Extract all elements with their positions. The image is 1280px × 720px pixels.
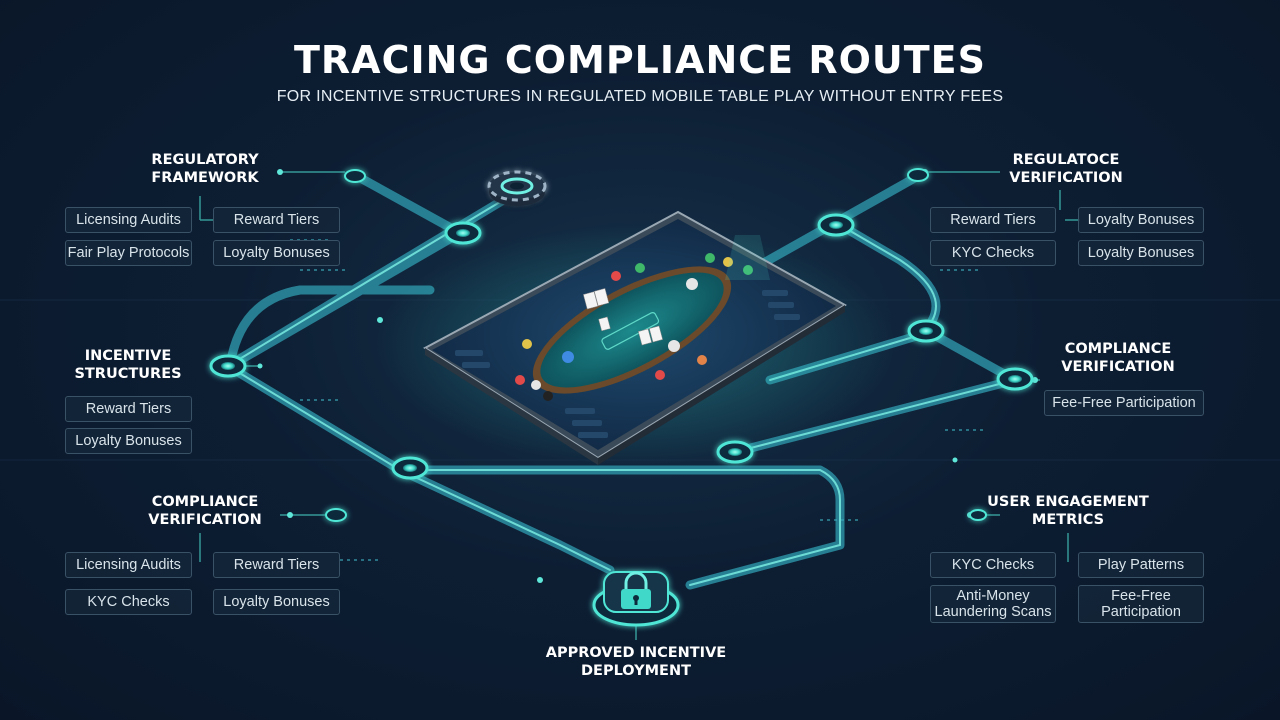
tag-anti-money-laundering: Anti-Money Laundering Scans [930, 585, 1056, 623]
tag-kyc-checks: KYC Checks [930, 240, 1056, 266]
tablet-device [423, 210, 847, 465]
approved-incentive-heading: APPROVED INCENTIVE DEPLOYMENT [545, 645, 727, 679]
regulatory-framework-heading: REGULATORY FRAMEWORK [151, 152, 259, 186]
compliance-verification-heading-right: COMPLIANCE VERIFICATION [1061, 341, 1175, 375]
page-title: TRACING COMPLIANCE ROUTES [293, 38, 986, 82]
tag-licensing-audits: Licensing Audits [65, 552, 192, 578]
tag-loyalty-bonuses: Loyalty Bonuses [213, 240, 340, 266]
page-subtitle: FOR INCENTIVE STRUCTURES IN REGULATED MO… [276, 88, 1004, 105]
padlock-node [592, 571, 680, 627]
tag-play-patterns: Play Patterns [1078, 552, 1204, 578]
tag-loyalty-bonuses: Loyalty Bonuses [213, 589, 340, 615]
tag-loyalty-bonuses: Loyalty Bonuses [1078, 207, 1204, 233]
poker-table [532, 266, 732, 394]
poker-chip-icon [487, 170, 547, 206]
regulatoce-verification-heading: REGULATOCE VERIFICATION [1009, 152, 1123, 186]
tag-fee-free-participation: Fee-Free Participation [1078, 585, 1204, 623]
user-engagement-heading: USER ENGAGEMENT METRICS [987, 494, 1149, 528]
tag-loyalty-bonuses: Loyalty Bonuses [65, 428, 192, 454]
tag-reward-tiers: Reward Tiers [65, 396, 192, 422]
padlock-icon [621, 571, 651, 609]
tag-fee-free-participation: Fee-Free Participation [1044, 390, 1204, 416]
tag-kyc-checks: KYC Checks [65, 589, 192, 615]
tag-loyalty-bonuses: Loyalty Bonuses [1078, 240, 1204, 266]
tag-fair-play-protocols: Fair Play Protocols [65, 240, 192, 266]
compliance-verification-heading: COMPLIANCE VERIFICATION [148, 494, 262, 528]
tag-licensing-audits: Licensing Audits [65, 207, 192, 233]
tag-reward-tiers: Reward Tiers [213, 207, 340, 233]
incentive-structures-heading: INCENTIVE STRUCTURES [74, 348, 182, 382]
tag-kyc-checks: KYC Checks [930, 552, 1056, 578]
tag-reward-tiers: Reward Tiers [930, 207, 1056, 233]
tag-reward-tiers: Reward Tiers [213, 552, 340, 578]
